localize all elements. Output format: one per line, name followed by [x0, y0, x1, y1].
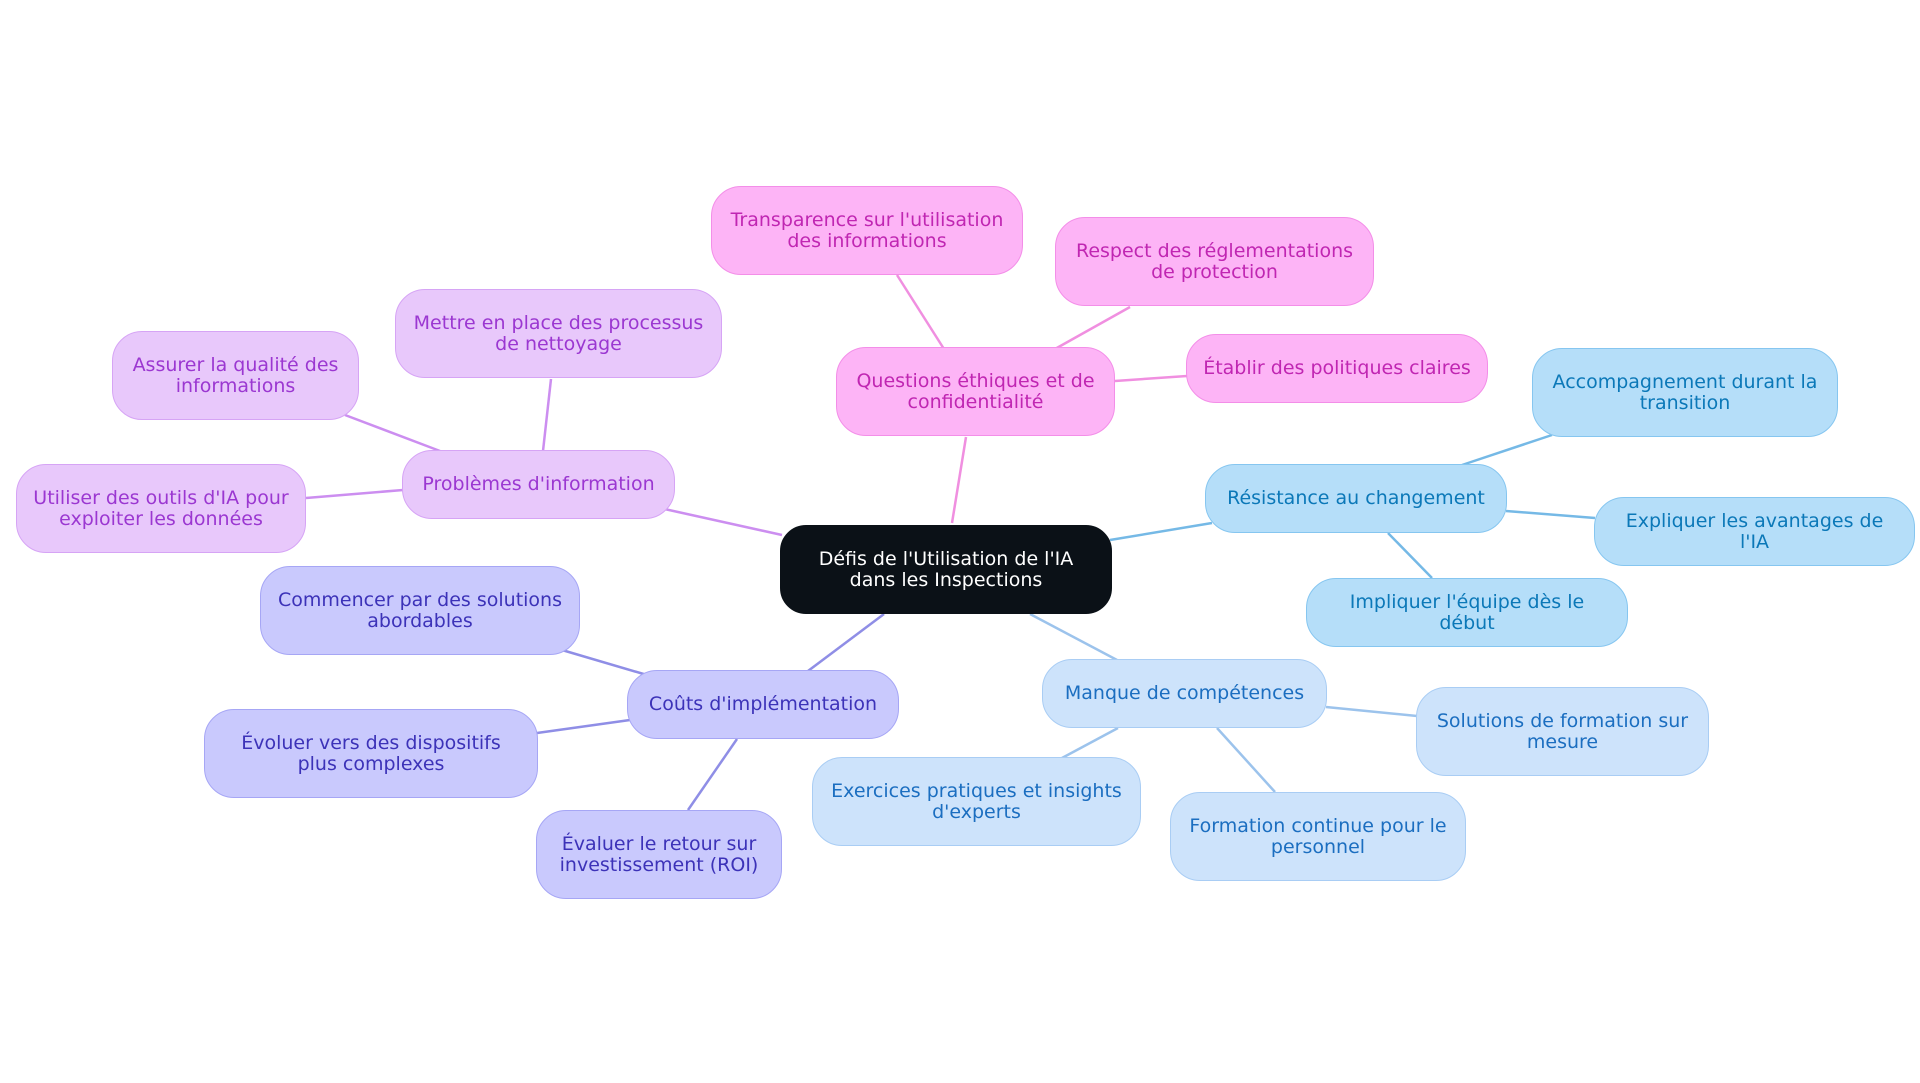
leaf-information-quality[interactable]: Assurer la qualité des informations — [112, 331, 359, 420]
branch-costs-node[interactable]: Coûts d'implémentation — [627, 670, 899, 739]
leaf-costs-roi[interactable]: Évaluer le retour sur investissement (RO… — [536, 810, 782, 899]
leaf-label: Impliquer l'équipe dès le début — [1349, 590, 1585, 634]
leaf-skills-continuous[interactable]: Formation continue pour le personnel — [1170, 792, 1466, 881]
edge-information-quality — [344, 413, 441, 453]
leaf-costs-complex[interactable]: Évoluer vers des dispositifs plus comple… — [204, 709, 538, 798]
branch-resistance-node[interactable]: Résistance au changement — [1205, 464, 1507, 533]
edge-information-ai-tools — [305, 488, 404, 500]
leaf-resistance-benefits[interactable]: Expliquer les avantages de l'IA — [1594, 497, 1915, 566]
leaf-skills-tailored[interactable]: Solutions de formation sur mesure — [1416, 687, 1709, 776]
edge-ethics-policies — [1114, 374, 1188, 383]
leaf-ethics-transparency[interactable]: Transparence sur l'utilisation des infor… — [711, 186, 1023, 275]
leaf-information-ai-tools[interactable]: Utiliser des outils d'IA pour exploiter … — [16, 464, 306, 553]
root-label: Défis de l'Utilisation de l'IA dans les … — [818, 547, 1074, 591]
edge-ethics-regulations — [1054, 305, 1131, 351]
leaf-label: Expliquer les avantages de l'IA — [1625, 509, 1884, 553]
leaf-label: Transparence sur l'utilisation des infor… — [730, 208, 1004, 252]
leaf-label: Évoluer vers des dispositifs plus comple… — [241, 731, 501, 775]
leaf-resistance-team[interactable]: Impliquer l'équipe dès le début — [1306, 578, 1628, 647]
branch-costs-label: Coûts d'implémentation — [648, 693, 878, 715]
leaf-label: Commencer par des solutions abordables — [277, 588, 562, 632]
branch-information-node[interactable]: Problèmes d'information — [402, 450, 675, 519]
edge-root-costs — [807, 613, 885, 672]
leaf-resistance-support[interactable]: Accompagnement durant la transition — [1532, 348, 1838, 437]
leaf-costs-affordable[interactable]: Commencer par des solutions abordables — [260, 566, 580, 655]
edge-information-cleaning — [541, 378, 553, 452]
leaf-label: Solutions de formation sur mesure — [1436, 709, 1689, 753]
branch-resistance-label: Résistance au changement — [1227, 487, 1485, 509]
edge-root-information — [659, 506, 783, 537]
leaf-label: Exercices pratiques et insights d'expert… — [831, 779, 1122, 823]
edge-costs-roi — [686, 738, 739, 811]
leaf-label: Formation continue pour le personnel — [1189, 814, 1447, 858]
leaf-label: Assurer la qualité des informations — [132, 353, 339, 397]
edge-skills-exercises — [1061, 726, 1119, 760]
edge-costs-affordable — [561, 648, 648, 677]
leaf-ethics-policies[interactable]: Établir des politiques claires — [1186, 334, 1488, 403]
edge-skills-continuous — [1216, 727, 1276, 793]
leaf-skills-exercises[interactable]: Exercices pratiques et insights d'expert… — [812, 757, 1141, 846]
edge-resistance-support — [1461, 433, 1553, 467]
branch-ethics-node[interactable]: Questions éthiques et de confidentialité — [836, 347, 1115, 436]
branch-skills-node[interactable]: Manque de compétences — [1042, 659, 1327, 728]
edge-resistance-benefits — [1505, 509, 1596, 520]
leaf-label: Utiliser des outils d'IA pour exploiter … — [33, 486, 289, 530]
branch-information-label: Problèmes d'information — [422, 473, 655, 495]
edge-root-ethics — [950, 436, 968, 524]
leaf-information-cleaning[interactable]: Mettre en place des processus de nettoya… — [395, 289, 722, 378]
edge-ethics-transparency — [895, 274, 946, 350]
leaf-ethics-regulations[interactable]: Respect des réglementations de protectio… — [1055, 217, 1374, 306]
leaf-label: Respect des réglementations de protectio… — [1075, 239, 1354, 283]
edge-costs-complex — [536, 718, 631, 735]
edge-root-resistance — [1109, 521, 1213, 542]
branch-ethics-label: Questions éthiques et de confidentialité — [856, 369, 1095, 413]
edge-root-skills — [1029, 612, 1118, 662]
root-node[interactable]: Défis de l'Utilisation de l'IA dans les … — [780, 525, 1112, 614]
edge-resistance-team — [1387, 532, 1433, 579]
leaf-label: Mettre en place des processus de nettoya… — [413, 311, 704, 355]
branch-skills-label: Manque de compétences — [1064, 682, 1305, 704]
edge-skills-tailored — [1325, 705, 1418, 718]
leaf-label: Accompagnement durant la transition — [1552, 370, 1818, 414]
leaf-label: Établir des politiques claires — [1203, 357, 1471, 379]
leaf-label: Évaluer le retour sur investissement (RO… — [559, 832, 759, 876]
